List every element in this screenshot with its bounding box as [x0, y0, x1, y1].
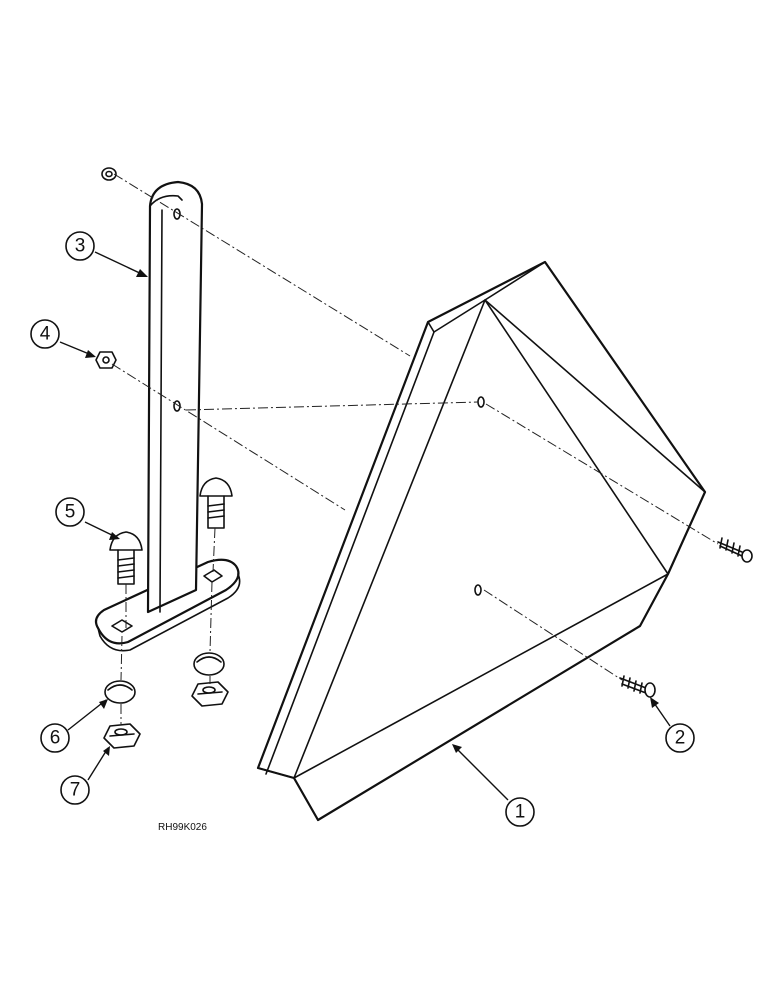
- sign-part: [256, 260, 707, 822]
- callout-2: 2: [665, 723, 695, 753]
- callout-label: 3: [75, 236, 86, 257]
- assembly-lines: [111, 173, 719, 724]
- callout-label: 4: [40, 324, 51, 345]
- callout-label: 7: [70, 780, 81, 801]
- bolt-lower: [619, 675, 656, 698]
- callout-label: 1: [515, 802, 526, 823]
- bracket-part: [94, 180, 241, 652]
- carriage-bolt-right: [199, 477, 233, 529]
- figure-reference-code: RH99K026: [158, 822, 207, 833]
- callout-3: 3: [65, 231, 95, 261]
- hex-nut-left: [103, 723, 141, 749]
- lock-nut-part: [95, 351, 117, 369]
- callout-label: 2: [675, 728, 686, 749]
- callout-7: 7: [60, 775, 90, 805]
- callout-5: 5: [55, 497, 85, 527]
- hex-nut-right: [191, 681, 229, 707]
- bolt-right: [717, 537, 753, 563]
- callout-label: 6: [50, 728, 61, 749]
- callout-label: 5: [65, 502, 76, 523]
- lock-washer-right: [193, 652, 225, 676]
- top-nut: [101, 167, 117, 181]
- lock-washer-left: [104, 680, 136, 704]
- callout-6: 6: [40, 723, 70, 753]
- callout-4: 4: [30, 319, 60, 349]
- callout-1: 1: [505, 797, 535, 827]
- leader-lines: [59, 251, 671, 801]
- carriage-bolt-left: [109, 531, 143, 585]
